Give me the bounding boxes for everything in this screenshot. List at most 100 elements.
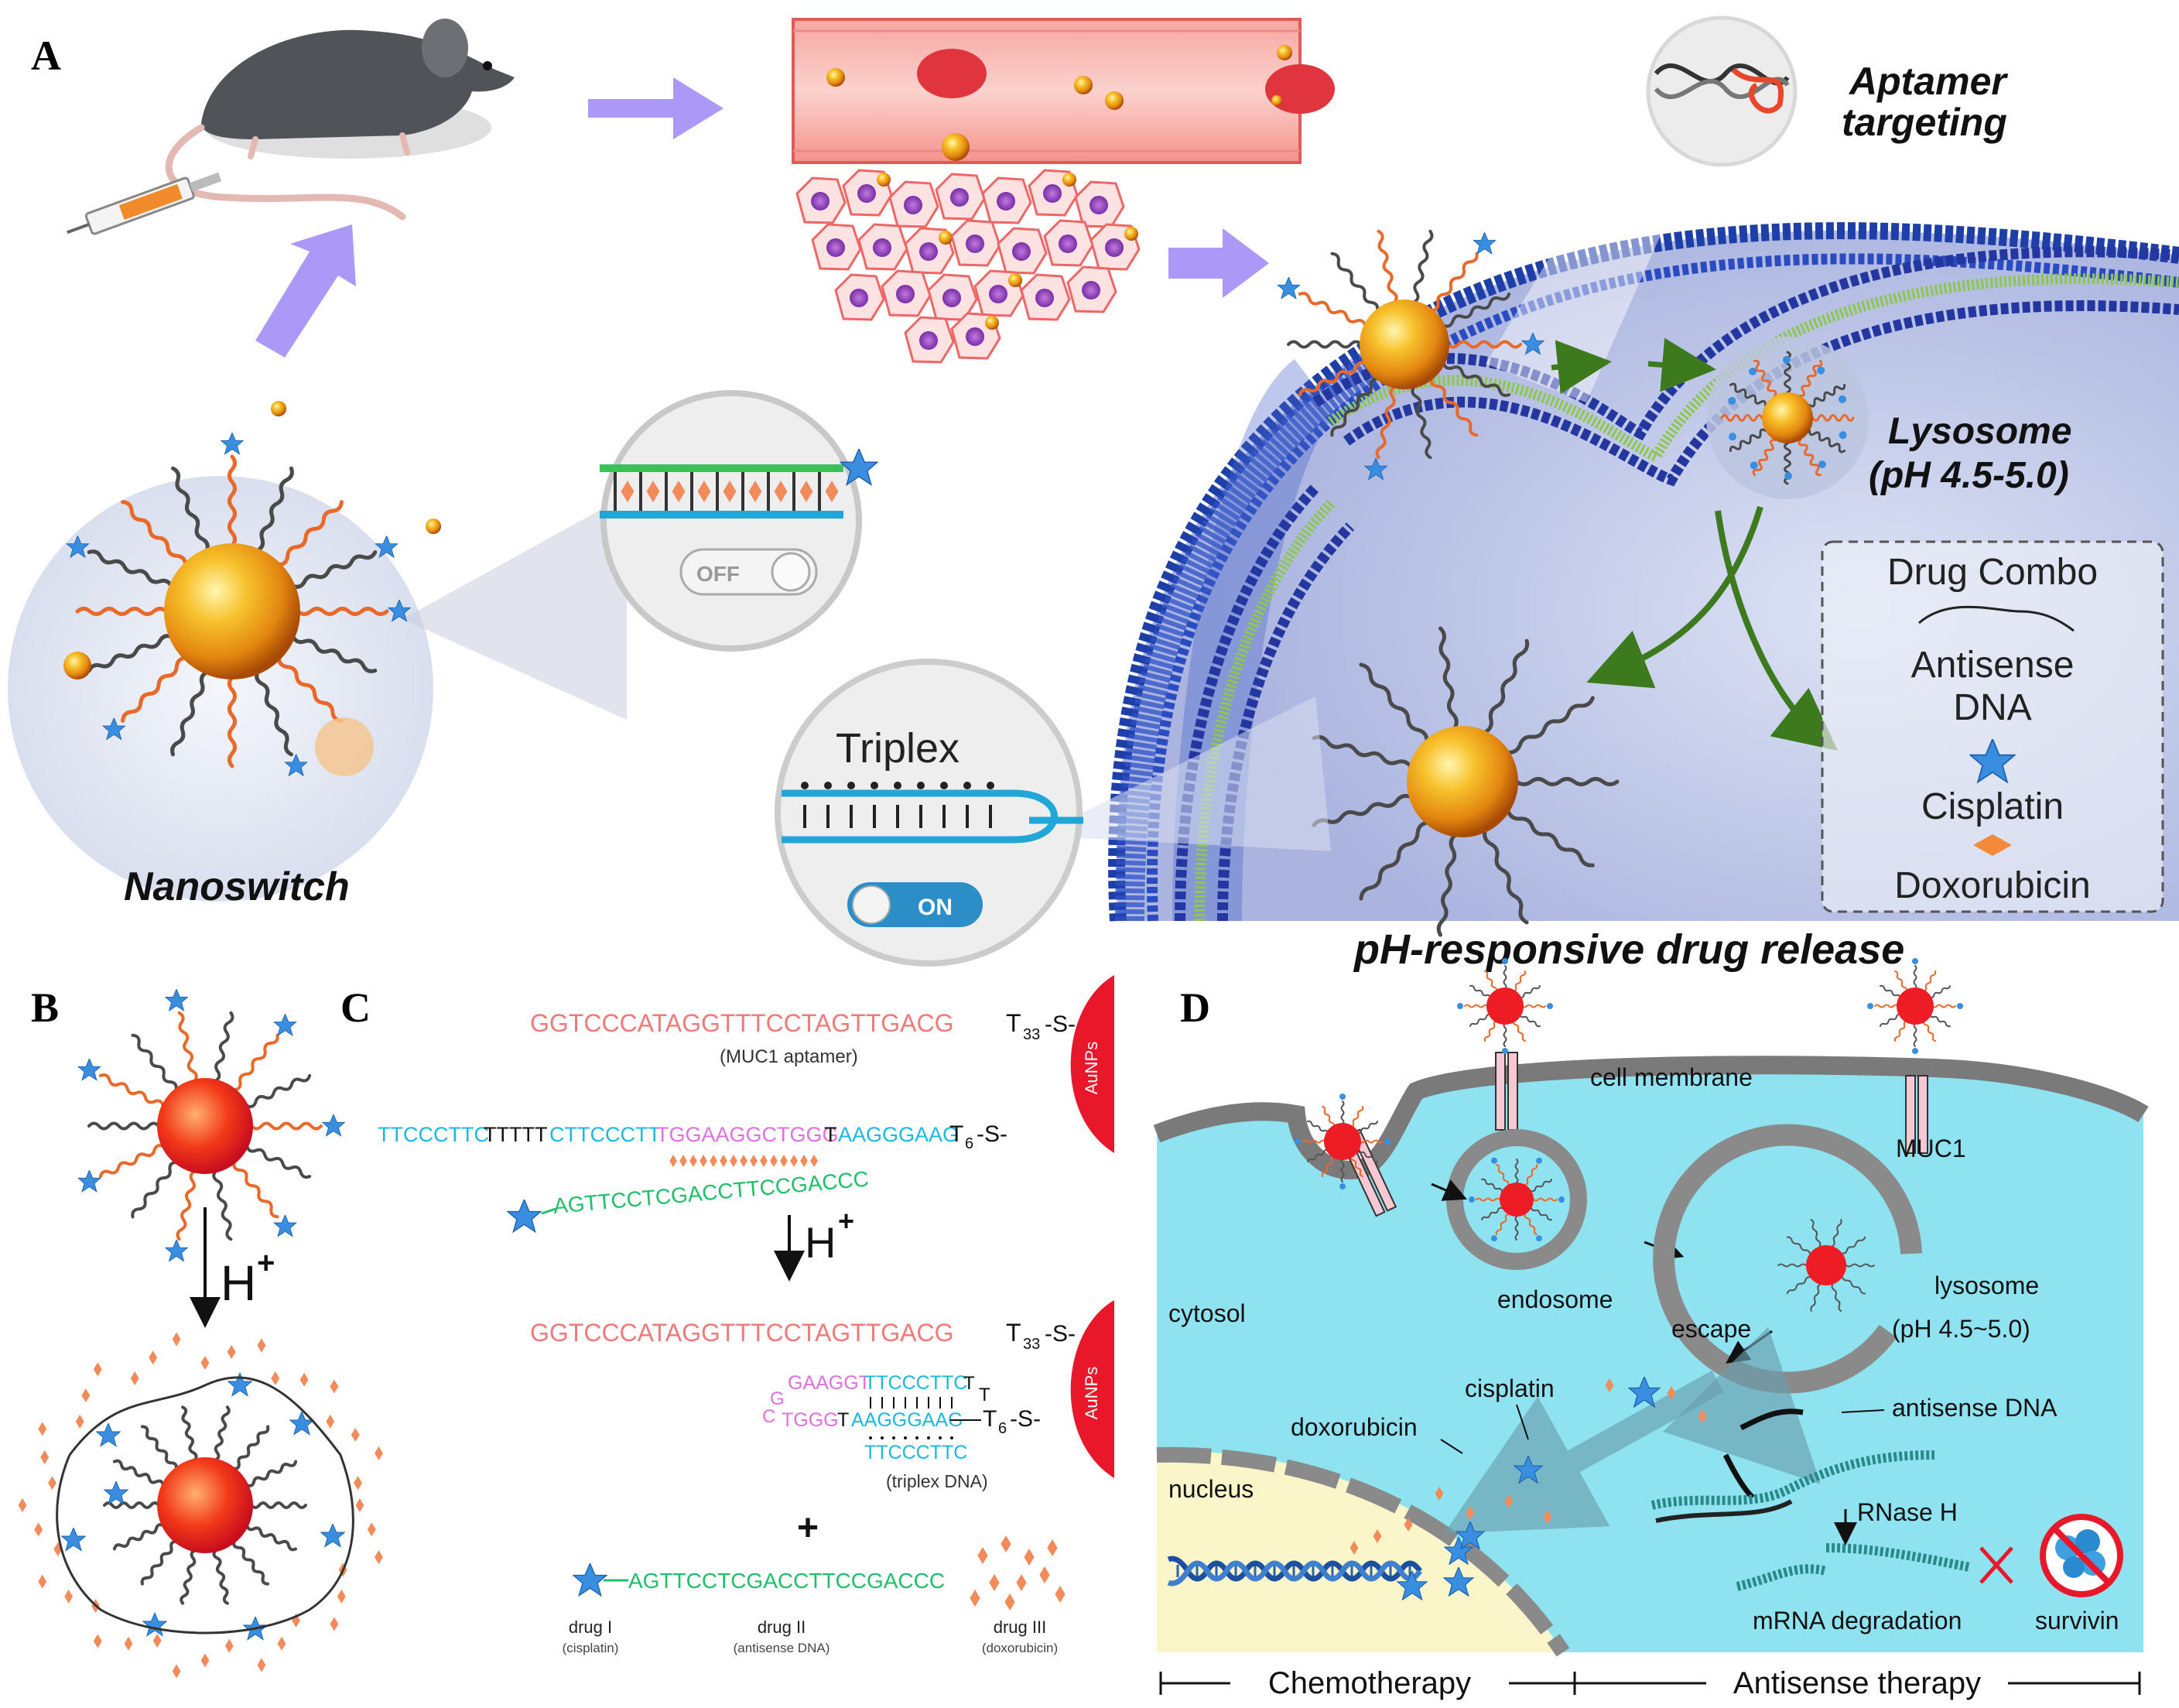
dna-strand bbox=[1913, 1022, 1917, 1047]
cisplatin-dot bbox=[1867, 1003, 1873, 1009]
t6-label-2: T bbox=[983, 1406, 997, 1432]
aunps-label-top: AuNPs bbox=[1082, 1042, 1101, 1094]
doxorubicin-diamond bbox=[257, 1658, 266, 1672]
doxorubicin-diamond bbox=[1698, 1409, 1707, 1423]
doxorubicin-diamond bbox=[375, 1550, 383, 1565]
dna-strand bbox=[296, 607, 389, 616]
dna-strand bbox=[1729, 428, 1767, 452]
doxorubicin-diamond bbox=[75, 1414, 84, 1429]
cell-nucleus bbox=[1043, 184, 1062, 203]
dna-strand bbox=[121, 655, 188, 723]
doxorubicin-diamond bbox=[48, 1476, 56, 1491]
cell-nucleus bbox=[989, 285, 1007, 303]
dna-strand bbox=[1503, 965, 1507, 990]
dna-strand bbox=[1729, 382, 1767, 406]
doxorubicin-diamond bbox=[1373, 1529, 1382, 1543]
arrow-to-vessel bbox=[588, 77, 723, 139]
dna-strand bbox=[227, 675, 237, 768]
dna-strand bbox=[170, 670, 209, 757]
dna-strand bbox=[112, 1459, 165, 1487]
doxorubicin-diamond bbox=[697, 481, 711, 502]
panel-d: D bbox=[1153, 958, 2149, 1703]
doxorubicin-diamond-drug3 bbox=[1047, 1539, 1058, 1556]
dna-strand bbox=[1893, 1020, 1907, 1042]
dna-strand bbox=[1436, 833, 1457, 937]
dna-strand bbox=[1483, 1020, 1497, 1042]
aunp-bottom bbox=[1070, 1300, 1114, 1478]
hoogsteen-dot bbox=[917, 782, 925, 789]
dna-strand bbox=[1469, 1013, 1491, 1027]
cisplatin-star bbox=[221, 433, 244, 455]
cisplatin-dot bbox=[1558, 1196, 1565, 1203]
legend-antisense: Antisense bbox=[1911, 645, 2075, 686]
doxorubicin-diamond bbox=[277, 1636, 286, 1651]
cisplatin-star bbox=[1473, 232, 1497, 255]
dna-strand bbox=[1446, 340, 1522, 349]
dna-strand bbox=[1321, 1155, 1335, 1177]
doxorubicin-diamond bbox=[367, 1522, 376, 1537]
dna-strand bbox=[1307, 1120, 1329, 1134]
hoogsteen-dot bbox=[894, 782, 901, 789]
nuclear-envelope bbox=[1156, 1446, 1570, 1657]
cell-nucleus bbox=[850, 289, 868, 307]
dna-strand bbox=[1340, 1158, 1345, 1183]
hoogsteen-dot bbox=[871, 782, 878, 789]
dna-strand bbox=[171, 466, 210, 553]
cisplatin-label-d: cisplatin bbox=[1465, 1374, 1555, 1402]
on-toggle-label: ON bbox=[918, 895, 953, 920]
mouse-illustration bbox=[165, 19, 515, 221]
doxorubicin-diamond bbox=[1543, 1510, 1552, 1524]
panel-b: B H + bbox=[18, 984, 383, 1679]
cell-nucleus bbox=[1059, 234, 1077, 253]
c-plus: + bbox=[797, 1508, 819, 1549]
c-acid-h: H bbox=[805, 1218, 836, 1267]
dna-strand bbox=[87, 549, 173, 588]
dna-strand bbox=[140, 1425, 178, 1471]
doxorubicin-diamond bbox=[1605, 1378, 1614, 1392]
dna-strand bbox=[177, 1011, 198, 1083]
dna-strand bbox=[1513, 970, 1527, 992]
cell-nucleus bbox=[904, 196, 922, 214]
dna-strand bbox=[131, 1160, 178, 1219]
antisense-dna-label-d: antisense DNA bbox=[1892, 1394, 2058, 1422]
doxorubicin-diamond bbox=[257, 1338, 266, 1353]
rnase-label: RNase H bbox=[1857, 1498, 1958, 1526]
cisplatin-dot bbox=[1750, 461, 1758, 470]
dna-strand bbox=[98, 1144, 165, 1179]
doxorubicin-diamond bbox=[790, 1155, 798, 1167]
tri-cyan2: AAGGGAAG bbox=[851, 1409, 963, 1431]
dna-backbone bbox=[1167, 1560, 1422, 1586]
cisplatin-star bbox=[61, 1528, 86, 1552]
cell-nucleus bbox=[966, 327, 984, 346]
dna-strand bbox=[1483, 638, 1530, 734]
drug3-sub: (doxorubicin) bbox=[982, 1641, 1058, 1655]
cisplatin-star-c bbox=[507, 1200, 542, 1233]
cell-membrane-label: cell membrane bbox=[1590, 1063, 1753, 1091]
cisplatin-dot bbox=[1839, 431, 1847, 440]
cell-nucleus bbox=[1035, 289, 1054, 307]
cisplatin-dot bbox=[1469, 1196, 1475, 1203]
gold-nanoparticle-small bbox=[1008, 273, 1022, 287]
tri-pink2: TGGG bbox=[782, 1409, 839, 1431]
cytosol-label: cytosol bbox=[1168, 1299, 1246, 1327]
gold-nanoparticle-small bbox=[1124, 227, 1138, 241]
cisplatin-dot bbox=[1818, 460, 1826, 469]
dna-strand bbox=[1302, 1139, 1326, 1144]
triplex-structure: GAAGGT TTCCCTTC T T G C TGGG T AAGGGAAG … bbox=[762, 1372, 1041, 1491]
dna-strand bbox=[1377, 229, 1398, 304]
gold-nanoparticle-small bbox=[1062, 173, 1076, 187]
dna-strand bbox=[1512, 1020, 1526, 1042]
doxorubicin-diamond bbox=[64, 1589, 74, 1604]
doxorubicin-diamond bbox=[1466, 1506, 1475, 1520]
doxorubicin-diamond bbox=[351, 1427, 360, 1442]
dna-strand bbox=[1922, 1020, 1936, 1042]
doxorubicin-diamond bbox=[38, 1574, 47, 1589]
dna-strand bbox=[1514, 1159, 1519, 1183]
pair-dot bbox=[869, 1436, 872, 1439]
pair-dot bbox=[881, 1436, 884, 1439]
off-toggle-label: OFF bbox=[696, 562, 740, 586]
doxorubicin-diamond bbox=[326, 1414, 335, 1429]
doxorubicin-diamond bbox=[330, 1617, 339, 1631]
antisense-therapy-label: Antisense therapy bbox=[1733, 1666, 1981, 1700]
